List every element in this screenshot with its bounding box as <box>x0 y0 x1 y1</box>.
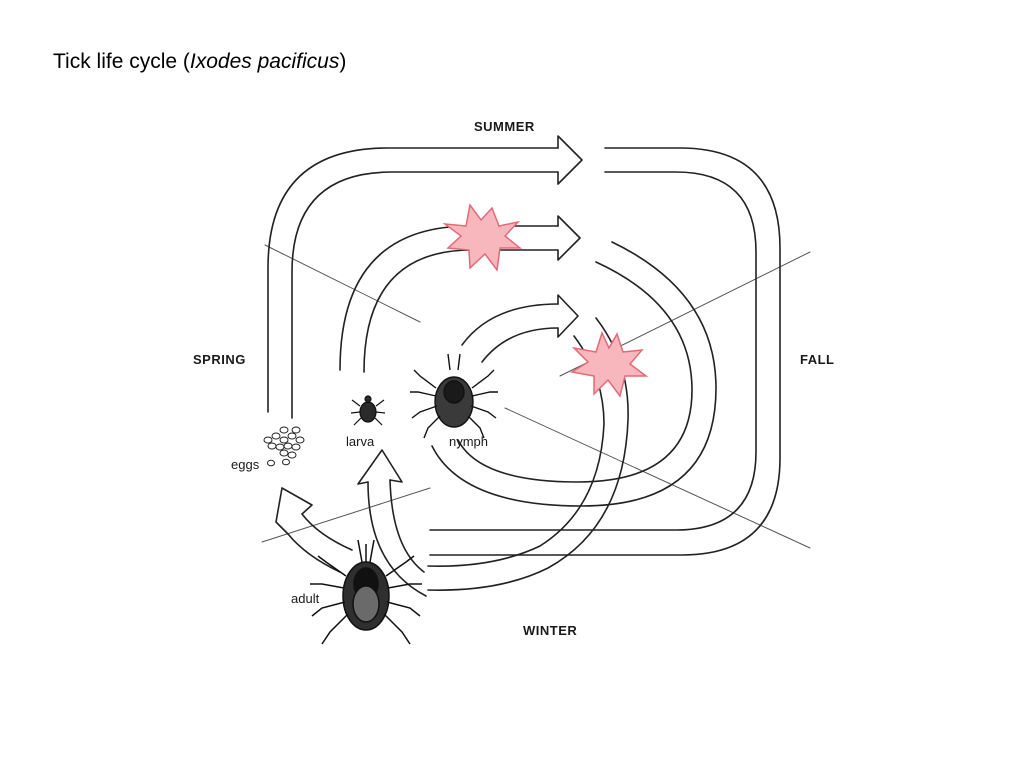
stage-label-eggs: eggs <box>231 457 260 472</box>
middle-cycle-arrow <box>340 216 716 506</box>
eggs-icon <box>264 427 304 466</box>
season-label-summer: SUMMER <box>474 119 535 134</box>
return-to-eggs-arrow <box>276 488 352 572</box>
stage-label-nymph: nymph <box>449 434 488 449</box>
bite-burst-icon <box>445 205 520 270</box>
season-label-winter: WINTER <box>523 623 577 638</box>
season-divider-lines <box>262 245 810 548</box>
season-label-fall: FALL <box>800 352 835 367</box>
season-label-spring: SPRING <box>193 352 246 367</box>
stage-label-adult: adult <box>291 591 320 606</box>
stage-label-larva: larva <box>346 434 375 449</box>
tick-adult-icon <box>310 540 422 644</box>
outer-cycle-arrow <box>268 136 780 555</box>
tick-nymph-icon <box>410 354 498 438</box>
tick-larva-icon <box>351 396 385 425</box>
bite-burst-icon <box>572 333 646 396</box>
